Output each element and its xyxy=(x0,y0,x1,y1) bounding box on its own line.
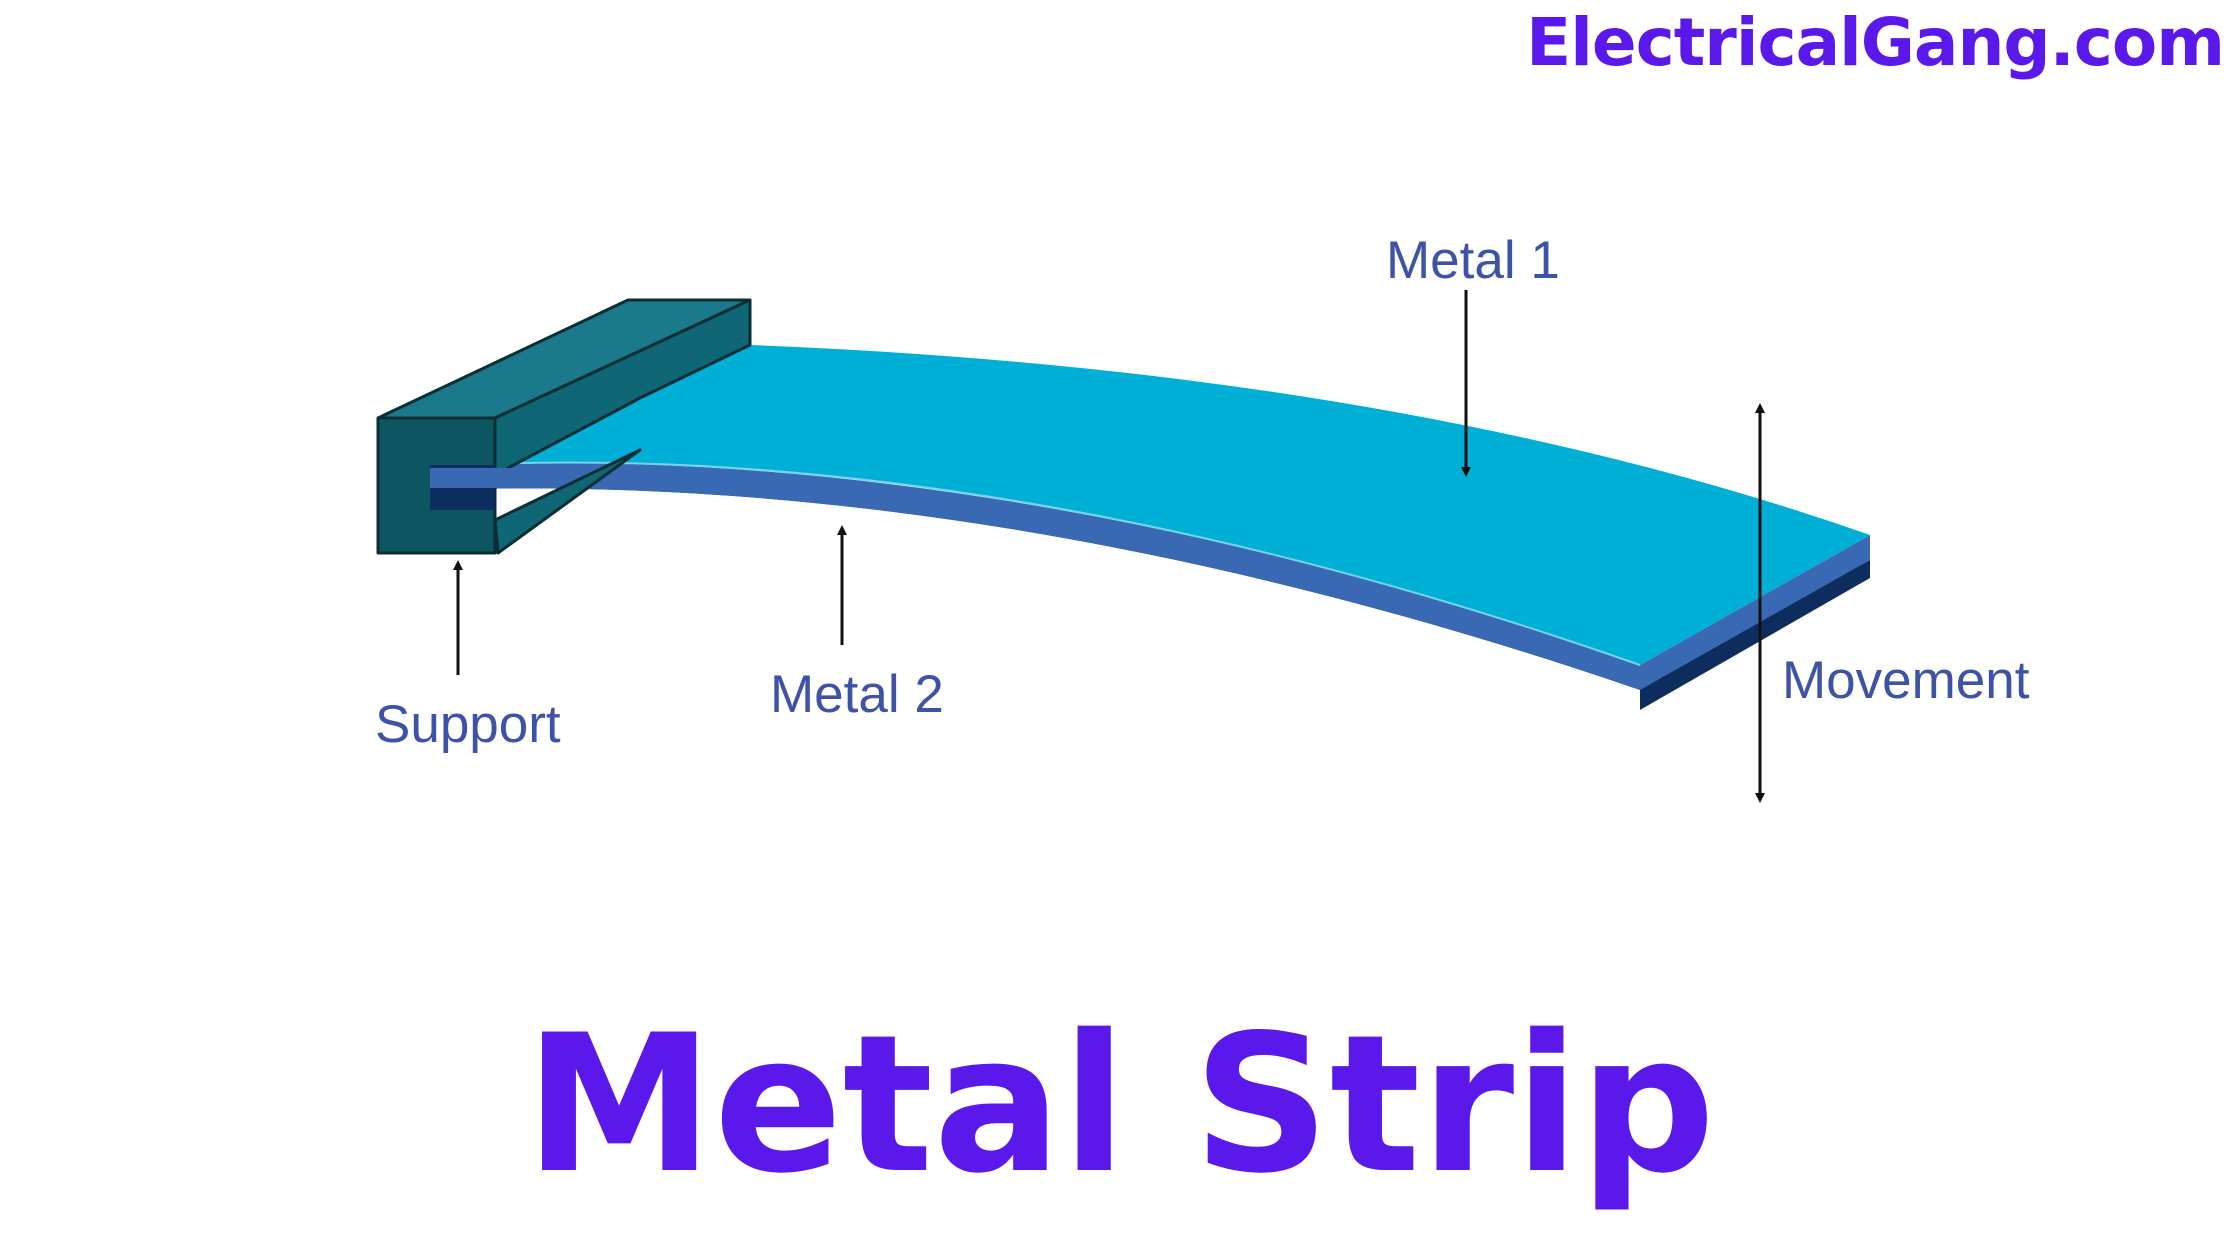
metal-2-label: Metal 2 xyxy=(770,665,944,724)
brand-logo-text: ElectricalGang.com xyxy=(1526,4,2225,81)
movement-label: Movement xyxy=(1782,651,2030,710)
support-label: Support xyxy=(375,695,561,754)
metal-1-strip xyxy=(460,345,1870,665)
metal-1-label: Metal 1 xyxy=(1386,231,1560,290)
page-title: Metal Strip xyxy=(524,994,1716,1215)
support-slot-strip xyxy=(430,468,520,488)
metal-2-strip xyxy=(430,462,1870,690)
